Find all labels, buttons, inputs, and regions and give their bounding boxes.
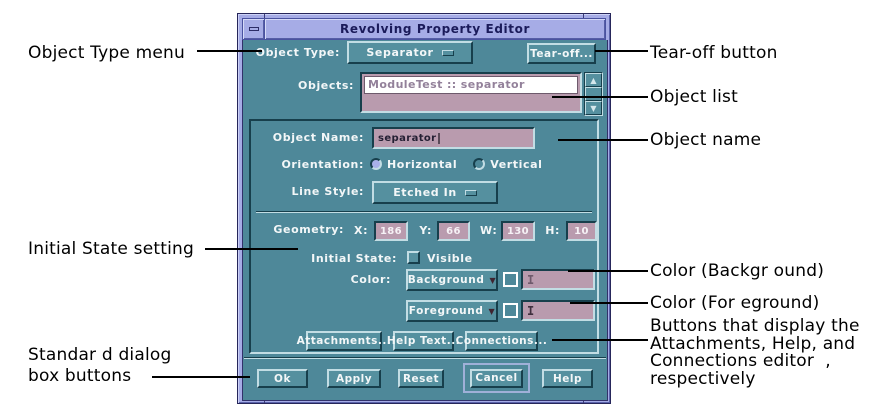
default-button-ring: Cancel	[463, 363, 530, 393]
geometry-h-label: H:	[545, 224, 560, 237]
dialog-client-area: Object Type: Separator Tear-off... Objec…	[242, 40, 608, 401]
frame-notch	[264, 14, 265, 19]
object-type-label: Object Type:	[255, 46, 340, 59]
callout-object-list: Object list	[650, 87, 738, 107]
foreground-color-field[interactable]: I	[521, 300, 595, 321]
chevron-down-icon: ▼	[488, 306, 496, 316]
property-editor-window: Revolving Property Editor Object Type: S…	[237, 13, 611, 404]
geometry-x-field[interactable]: 186	[374, 221, 408, 241]
reset-button[interactable]: Reset	[398, 369, 444, 388]
geometry-y-field[interactable]: 66	[437, 221, 470, 241]
object-name-field[interactable]: separator	[372, 127, 535, 149]
geometry-y-label: Y:	[419, 224, 432, 237]
callout-editor-buttons: Buttons that display the Attachments, He…	[650, 316, 860, 389]
orientation-label: Orientation:	[281, 158, 364, 171]
geometry-w-label: W:	[480, 224, 498, 237]
tear-off-button[interactable]: Tear-off...	[527, 43, 596, 64]
callout-line-color-foreground	[570, 302, 648, 304]
apply-button[interactable]: Apply	[327, 369, 381, 388]
geometry-w-field[interactable]: 130	[501, 221, 535, 241]
help-text-button[interactable]: Help Text...	[387, 331, 460, 351]
radio-horizontal[interactable]	[370, 158, 382, 170]
visible-checkbox-label: Visible	[427, 252, 473, 265]
properties-panel: Object Name: separator Orientation: Hori…	[249, 119, 599, 354]
callout-tear-off-button: Tear-off button	[650, 43, 778, 63]
scrollbar-thumb[interactable]	[585, 87, 602, 101]
ok-button[interactable]: Ok	[257, 369, 308, 388]
callout-color-background: Color (Backgr ound)	[650, 261, 825, 281]
orientation-radio-group: Horizontal Vertical	[370, 155, 543, 173]
callout-object-name: Object name	[650, 130, 762, 150]
callout-line-color-background	[568, 270, 648, 272]
window-title: Revolving Property Editor	[265, 19, 605, 39]
line-style-option-menu[interactable]: Etched In	[372, 181, 498, 204]
callout-line-object-name	[558, 139, 648, 141]
cancel-button[interactable]: Cancel	[470, 368, 523, 388]
callout-line-object-list	[552, 96, 648, 98]
foreground-color-swatch	[503, 303, 518, 318]
minimize-icon	[248, 27, 259, 31]
text-cursor-icon: I	[527, 303, 535, 318]
callout-object-type-menu: Object Type menu	[28, 43, 185, 63]
initial-state-label: Initial State:	[311, 252, 397, 265]
connections-button[interactable]: Connections...	[456, 331, 547, 351]
list-item-selected[interactable]: ModuleTest :: separator	[364, 76, 578, 94]
separator-line	[244, 357, 606, 359]
object-type-option-menu[interactable]: Separator	[347, 41, 473, 64]
line-style-value: Etched In	[393, 186, 457, 199]
callout-line-editor-buttons	[552, 339, 648, 341]
title-bar[interactable]: Revolving Property Editor	[242, 18, 606, 40]
color-label: Color:	[350, 273, 391, 286]
frame-notch	[583, 14, 584, 19]
option-menu-indicator-icon	[464, 189, 477, 196]
scroll-down-icon[interactable]: ▼	[585, 101, 602, 115]
objects-list[interactable]: ModuleTest :: separator	[360, 72, 582, 113]
geometry-x-label: X:	[354, 224, 369, 237]
callout-line-standard-buttons	[152, 376, 250, 378]
visible-checkbox[interactable]	[407, 251, 420, 264]
radio-horizontal-label: Horizontal	[387, 157, 458, 171]
radio-vertical[interactable]	[473, 158, 486, 170]
callout-line-tear-off	[595, 50, 648, 52]
text-cursor-icon	[437, 132, 440, 144]
object-name-value: separator	[378, 132, 437, 144]
objects-label: Objects:	[298, 79, 354, 92]
scroll-up-icon[interactable]: ▲	[585, 73, 602, 87]
background-color-menu[interactable]: Background ▼	[406, 269, 498, 291]
foreground-color-menu[interactable]: Foreground ▼	[406, 300, 498, 322]
object-name-label: Object Name:	[272, 131, 364, 144]
background-color-field[interactable]: I	[521, 269, 595, 290]
option-menu-indicator-icon	[441, 49, 454, 56]
window-menu-button[interactable]	[243, 19, 265, 39]
radio-vertical-label: Vertical	[490, 157, 543, 171]
geometry-h-field[interactable]: 10	[566, 221, 597, 241]
help-button[interactable]: Help	[542, 369, 593, 388]
background-color-swatch	[503, 272, 518, 287]
chevron-down-icon: ▼	[489, 275, 497, 285]
callout-initial-state-setting: Initial State setting	[28, 239, 194, 259]
callout-line-object-type-menu	[197, 50, 262, 52]
callout-standard-dialog-buttons: Standar d dialog box buttons	[28, 345, 172, 386]
line-style-label: Line Style:	[291, 185, 364, 198]
separator-line	[256, 211, 592, 213]
attachments-button[interactable]: Attachments...	[297, 331, 391, 351]
geometry-label: Geometry:	[273, 223, 344, 236]
callout-color-foreground: Color (For eground)	[650, 293, 820, 313]
callout-line-initial-state	[205, 248, 298, 250]
text-cursor-icon: I	[527, 272, 535, 287]
objects-scrollbar[interactable]: ▲ ▼	[584, 72, 603, 116]
object-type-value: Separator	[366, 46, 434, 59]
